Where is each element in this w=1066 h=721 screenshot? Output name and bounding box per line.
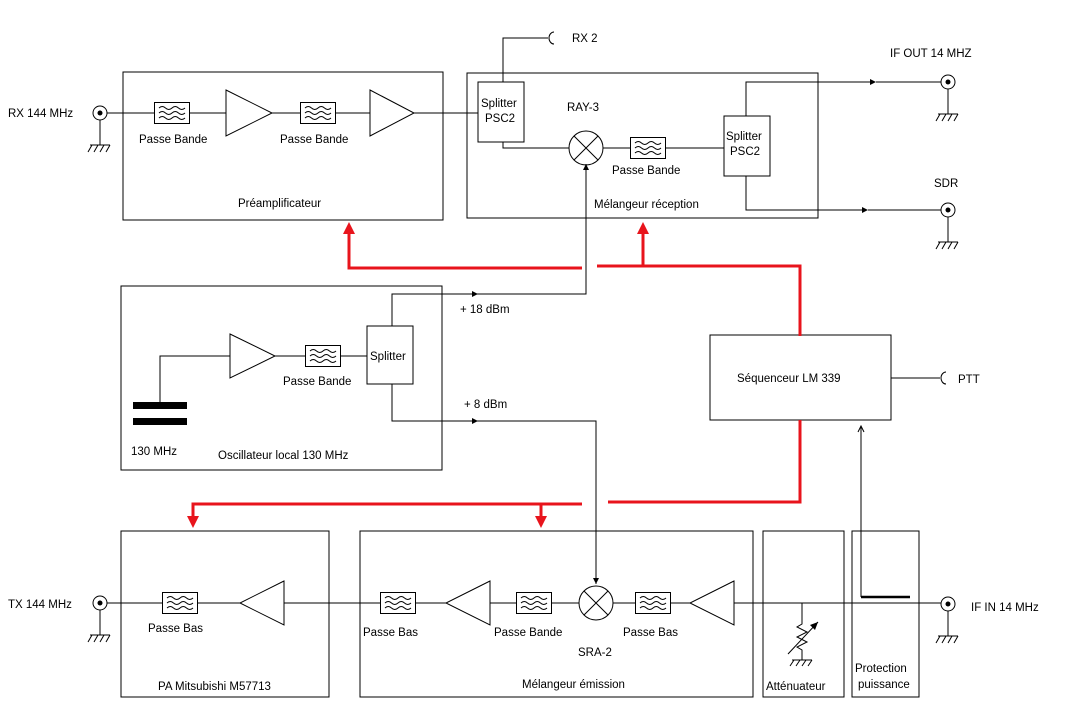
tx-144-connector [87, 595, 111, 643]
if-in-label: IF IN 14 MHz [971, 602, 1039, 614]
if-out-connector [935, 74, 959, 122]
rx-mixer-wire [502, 142, 724, 149]
if-out-label: IF OUT 14 MHZ [890, 48, 972, 60]
pa-title: PA Mitsubishi M57713 [158, 681, 271, 693]
if-in-connector [935, 596, 959, 644]
tx-144-label: TX 144 MHz [8, 599, 72, 611]
preamp-amplifier-1 [225, 89, 274, 137]
rx-144-label: RX 144 MHz [8, 108, 73, 120]
lo-power-8-label: + 8 dBm [464, 399, 507, 411]
pa-block [120, 530, 330, 698]
lo-splitter-label: Splitter [370, 351, 406, 363]
tx-amplifier-2 [688, 580, 735, 626]
preamp-block [122, 71, 444, 221]
rx-splitter-1 [477, 81, 525, 143]
pa-amplifier [238, 580, 285, 626]
tx-bandpass-filter [516, 592, 552, 614]
rx-mixer-label: RAY-3 [567, 102, 599, 114]
lo-power-18-label: + 18 dBm [460, 304, 510, 316]
tx-mixer-symbol [578, 585, 614, 621]
lo-filter-label: Passe Bande [283, 376, 351, 388]
splitter-2-label-line1: Splitter [726, 131, 762, 143]
lo-amplifier [229, 333, 277, 379]
splitter-1-label-line1: Splitter [481, 98, 517, 110]
tx-control-lines [187, 420, 802, 528]
rx2-label: RX 2 [572, 33, 598, 45]
sdr-label: SDR [934, 178, 958, 190]
preamp-filter-2-label: Passe Bande [280, 134, 348, 146]
lo-rx-wire [391, 164, 587, 326]
rx-mixer-symbol [568, 130, 604, 166]
protection-label-line1: Protection [855, 663, 907, 675]
rx-control-lines [343, 222, 802, 336]
preamp-filter-1-label: Passe Bande [139, 134, 207, 146]
tx-mixer-block [359, 530, 754, 698]
protection-block [851, 530, 920, 698]
rx2-wire [502, 37, 548, 82]
rx-mixer-filter-label: Passe Bande [612, 165, 680, 177]
preamp-filter-1 [154, 102, 190, 124]
sdr-connector [935, 202, 959, 250]
ptt-label: PTT [958, 374, 980, 386]
tx-mixer-label: SRA-2 [578, 647, 612, 659]
tx-lowpass-filter-1 [380, 592, 416, 614]
lo-title: Oscillateur local 130 MHz [218, 450, 349, 462]
splitter-1-label-line2: PSC2 [485, 113, 515, 125]
attenuator-label: Atténuateur [766, 681, 826, 693]
tx-mixer-title: Mélangeur émission [522, 679, 625, 691]
sequencer-label: Séquenceur LM 339 [737, 373, 841, 385]
sequencer-block [709, 334, 892, 421]
tx-lowpass-filter-2 [635, 592, 671, 614]
splitter-2-label-line2: PSC2 [730, 146, 760, 158]
protection-label-line2: puissance [858, 679, 910, 691]
crystal-symbol [133, 355, 230, 425]
ptt-connector [940, 371, 947, 385]
rx-mixer-title: Mélangeur réception [594, 199, 699, 211]
attenuator-block [762, 530, 845, 698]
pa-filter-label: Passe Bas [148, 623, 203, 635]
preamp-amplifier-2 [369, 89, 416, 137]
crystal-label: 130 MHz [131, 446, 177, 458]
tx-lowpass-1-label: Passe Bas [363, 627, 418, 639]
tx-amplifier-1 [444, 580, 491, 626]
attenuator-symbol [787, 603, 819, 667]
tx-bandpass-label: Passe Bande [494, 627, 562, 639]
rx-splitter-2 [723, 115, 771, 177]
sdr-wire [745, 176, 862, 211]
lo-tx-wire [391, 384, 597, 584]
if-out-wire [745, 81, 870, 116]
lo-filter [305, 345, 341, 367]
tx-lowpass-2-label: Passe Bas [623, 627, 678, 639]
lo-splitter [366, 325, 414, 385]
rx-144-connector [87, 105, 111, 153]
rx-mixer-filter [630, 137, 666, 159]
preamp-filter-2 [300, 102, 336, 124]
rx2-connector [548, 31, 555, 45]
pa-filter [162, 592, 198, 614]
protection-sense-wire [857, 424, 865, 597]
preamp-title: Préamplificateur [238, 198, 321, 210]
